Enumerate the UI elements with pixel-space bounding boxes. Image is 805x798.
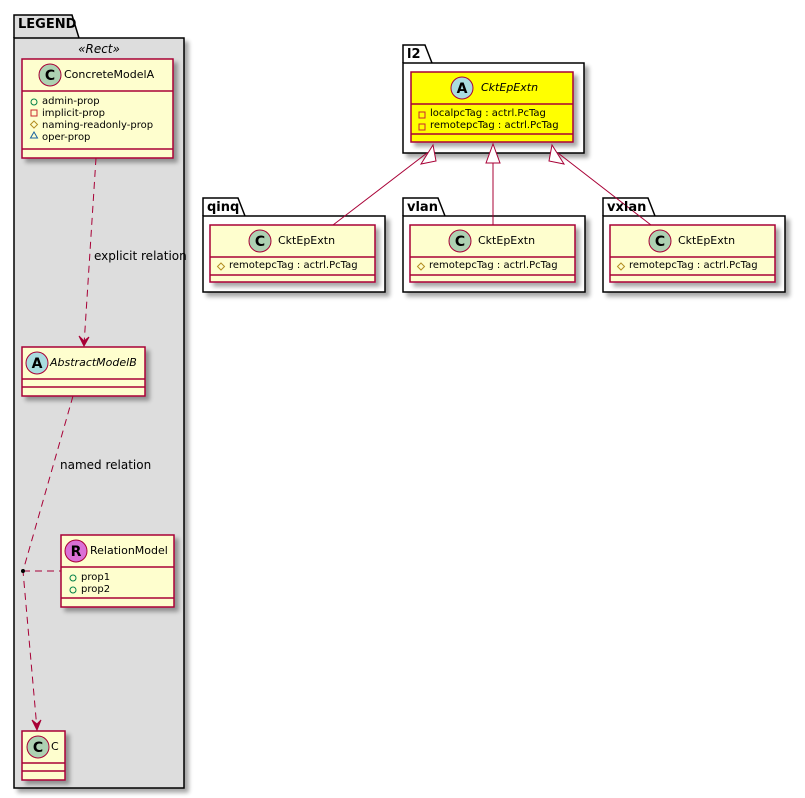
protected-icon (616, 262, 626, 271)
inherit-arrow-icon (419, 143, 437, 165)
attribute: localpcTag : actrl.PcTag (430, 108, 546, 119)
visibility-icons (29, 98, 626, 594)
legend-package-tab (13, 14, 80, 39)
public-icon (69, 586, 77, 594)
l2-class-name: CktEpExtn (481, 81, 539, 94)
class-spot-icon (38, 63, 62, 87)
spot-letter: C (455, 234, 465, 250)
attribute: remotepcTag : actrl.PcTag (629, 260, 758, 271)
legend-stereotype: «Rect» (78, 42, 120, 56)
attribute: oper-prop (42, 132, 91, 143)
relation-model-name: RelationModel (90, 544, 168, 557)
protected-icon (416, 262, 426, 271)
qinq-package-tab (202, 197, 246, 217)
vlan-class-name: CktEpExtn (478, 234, 536, 247)
inherit-arrow-icon (548, 143, 566, 165)
relation-model-box[interactable] (60, 534, 175, 608)
vxlan-package-tab (602, 197, 656, 217)
public-icon (69, 574, 77, 582)
legend-package (13, 14, 185, 789)
vxlan-class-name: CktEpExtn (678, 234, 736, 247)
class-spot-icon (448, 229, 472, 253)
l2-package-tab (402, 44, 433, 64)
concrete-model-a-box[interactable] (21, 58, 174, 159)
legend-title: LEGEND (18, 17, 77, 32)
spot-letter: R (71, 544, 82, 560)
private-icon (418, 111, 426, 119)
relation-spot-icon (64, 539, 88, 563)
l2-cktepextn-box[interactable] (410, 71, 574, 143)
legend-package-body (13, 37, 185, 789)
attribute: admin-prop (42, 96, 100, 107)
concrete-model-a-name: ConcreteModelA (64, 68, 155, 81)
protected-icon (29, 120, 39, 129)
spot-letter: C (33, 740, 43, 756)
vlan-package-title: vlan (407, 200, 438, 215)
abstract-spot-icon (450, 76, 474, 100)
arrowhead-icon (31, 719, 42, 732)
private-icon (30, 109, 38, 117)
abstract-model-b-name: AbstractModelB (50, 356, 137, 369)
package-icon (29, 131, 39, 139)
class-spot-icon (248, 229, 272, 253)
attribute: remotepcTag : actrl.PcTag (229, 260, 358, 271)
abstract-model-b-box[interactable] (21, 346, 146, 397)
protected-icon (216, 262, 226, 271)
explicit-relation-label: explicit relation (94, 249, 187, 263)
attribute: prop2 (81, 584, 111, 595)
attribute: prop1 (81, 572, 111, 583)
qinq-package-title: qinq (207, 200, 240, 215)
spot-letter: C (45, 68, 55, 84)
attribute: remotepcTag : actrl.PcTag (430, 120, 559, 131)
public-icon (30, 98, 38, 106)
c-class-name: C (51, 740, 59, 753)
inherit-arrow-icon (485, 142, 501, 164)
attribute: naming-readonly-prop (42, 120, 154, 131)
spot-letter: A (32, 356, 43, 372)
qinq-inherit-edge[interactable] (332, 152, 428, 226)
class-spot-icon (26, 735, 50, 759)
spot-letter: A (457, 81, 468, 97)
vlan-package-tab (402, 197, 446, 217)
qinq-cktepextn-box[interactable] (209, 224, 376, 283)
attribute: implicit-prop (42, 108, 105, 119)
abstract-spot-icon (25, 351, 49, 375)
spot-letter: C (655, 234, 665, 250)
spot-letter: C (255, 234, 265, 250)
explicit-relation-edge[interactable] (83, 157, 97, 346)
l2-package-title: l2 (407, 47, 421, 62)
vxlan-cktepextn-box[interactable] (609, 224, 776, 283)
class-spot-icon (648, 229, 672, 253)
arrowhead-icon (78, 335, 90, 348)
attribute: remotepcTag : actrl.PcTag (429, 260, 558, 271)
vxlan-inherit-edge[interactable] (557, 152, 652, 226)
c-class-box[interactable] (21, 730, 66, 781)
junction-dot (21, 569, 25, 573)
named-relation-label: named relation (60, 458, 152, 472)
qinq-class-name: CktEpExtn (278, 234, 336, 247)
private-icon (418, 123, 426, 131)
vxlan-package-title: vxlan (607, 200, 647, 215)
